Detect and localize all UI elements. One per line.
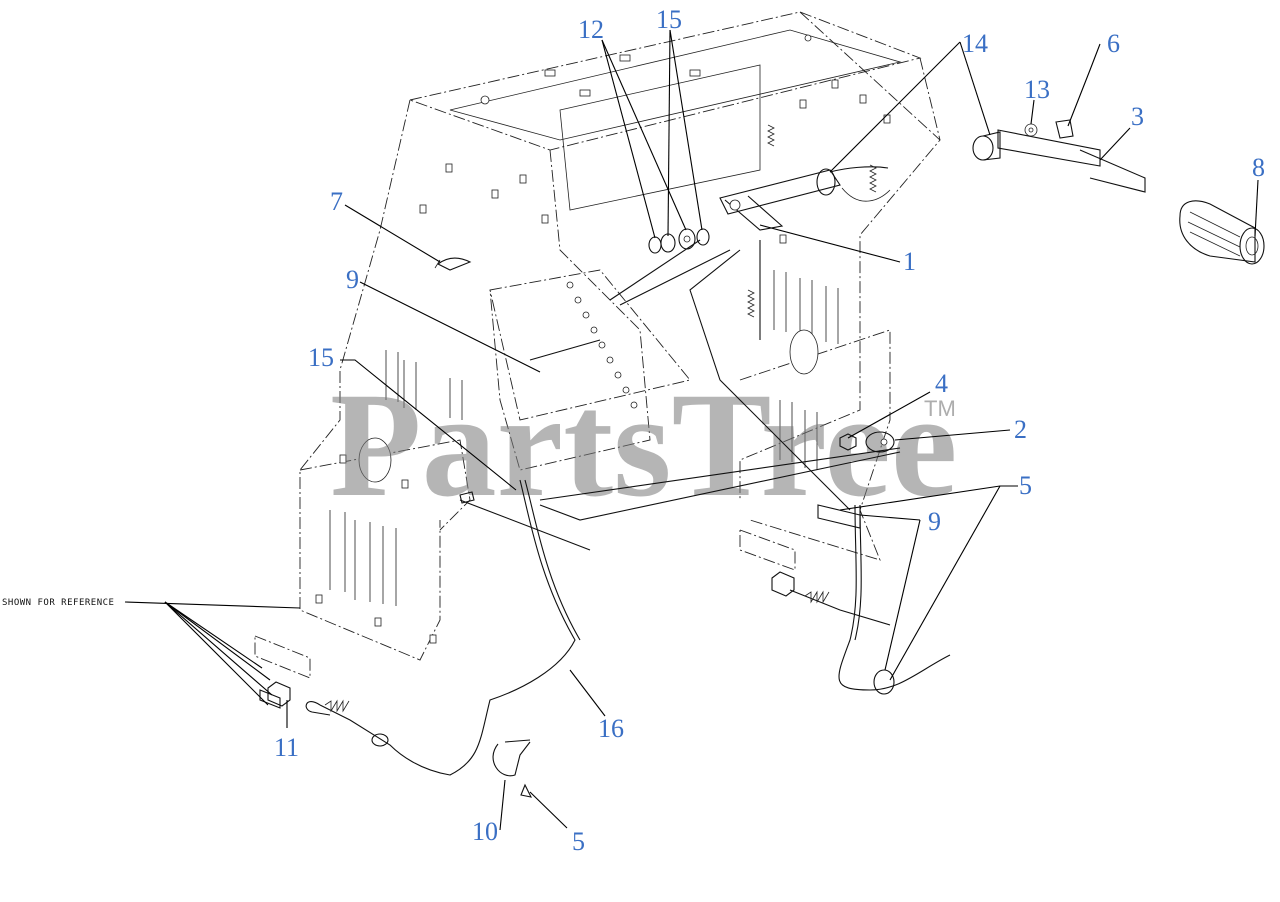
springs [747,124,877,318]
hand-grip [1179,200,1265,265]
callout-5-right: 5 [1019,471,1032,500]
control-rods [459,239,901,551]
handle-bar-assembly [972,119,1146,193]
callout-13: 13 [1024,75,1050,104]
callout-1: 1 [903,247,916,276]
callout-5-bottom: 5 [572,827,585,856]
callout-4: 4 [935,369,948,398]
callout-12: 12 [578,15,604,44]
callout-6: 6 [1107,29,1120,58]
watermark-tm: TM [924,396,956,421]
callout-3: 3 [1131,102,1144,131]
frame-housing [299,11,941,661]
cable-right [739,504,951,695]
callout-16: 16 [598,714,624,743]
callout-9-right: 9 [928,507,941,536]
callout-7: 7 [330,187,343,216]
watermark-text: PartsTree [330,362,957,528]
callout-9-left: 9 [346,265,359,294]
callout-11: 11 [274,733,299,762]
callout-14: 14 [962,29,988,58]
cable-tie [459,491,475,504]
callout-15-left: 15 [308,343,334,372]
callouts: 1 2 3 4 5 5 6 7 8 9 9 10 11 12 13 14 15 … [274,5,1265,856]
cable-left [254,479,581,798]
callout-8: 8 [1252,153,1265,182]
callout-2: 2 [1014,415,1027,444]
leader-lines [124,29,1259,831]
callout-15-top: 15 [656,5,682,34]
callout-10: 10 [472,817,498,846]
shift-lever-shaft [719,166,891,231]
reference-note: SHOWN FOR REFERENCE [2,598,114,608]
hairpin-clip [434,257,472,271]
washers [648,228,710,254]
